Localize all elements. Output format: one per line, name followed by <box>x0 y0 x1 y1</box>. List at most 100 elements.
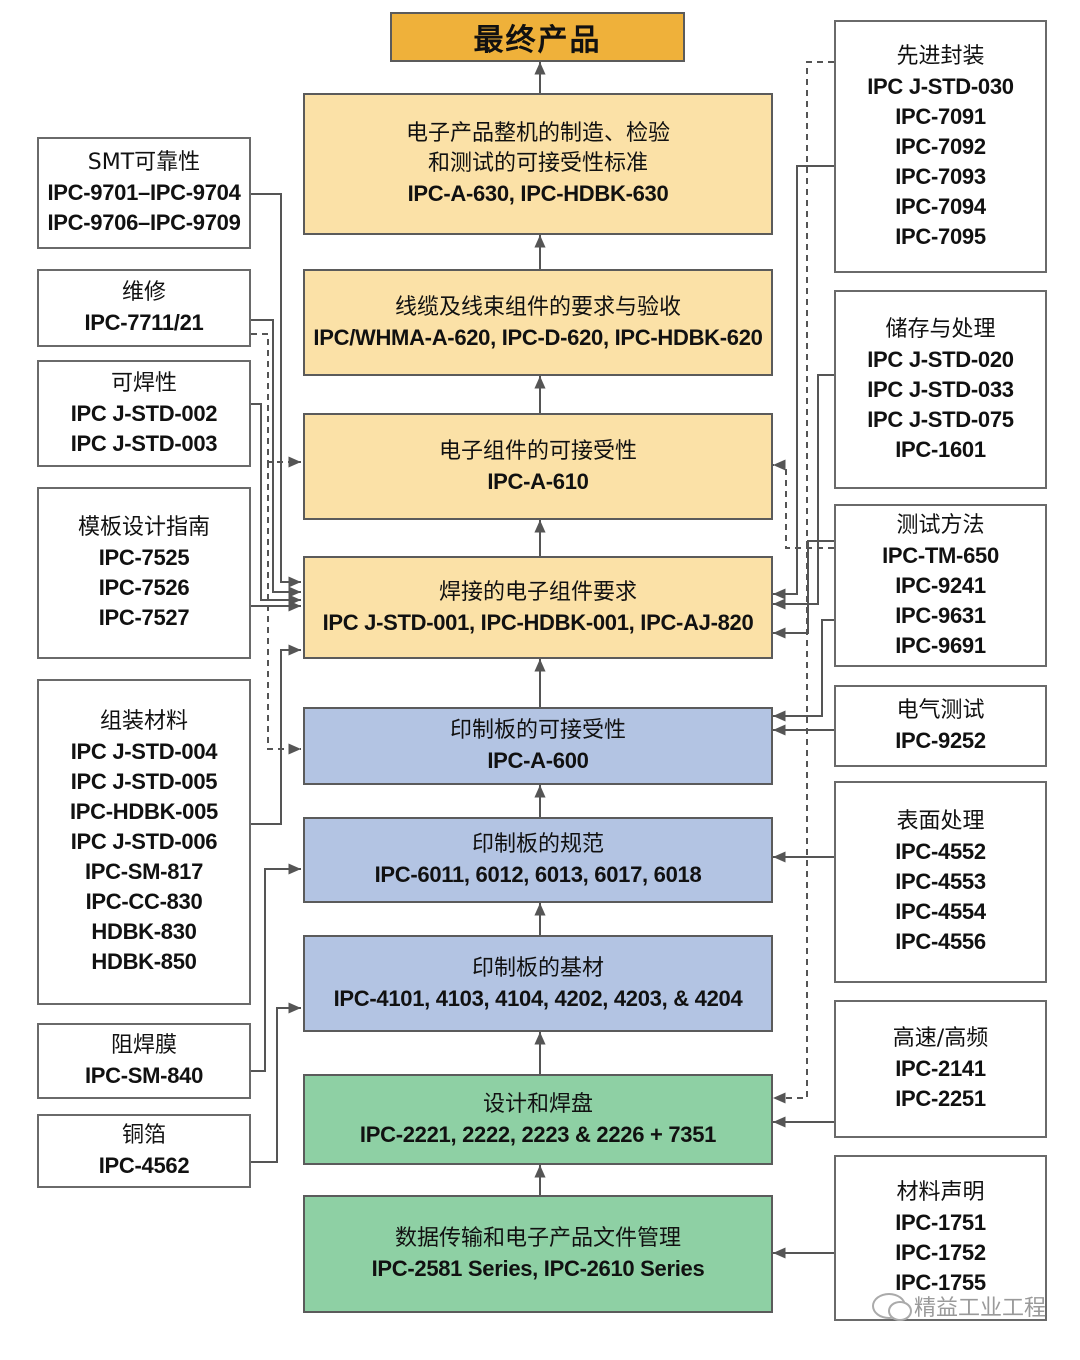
side-solder-mask: 阻焊膜 IPC-SM-840 <box>37 1023 251 1099</box>
watermark-text: 精益工业工程 <box>913 1296 1046 1321</box>
side-code: IPC-TM-650 <box>882 542 999 568</box>
side-smt-reliability: SMT可靠性 IPC-9701–IPC-9704 IPC-9706–IPC-97… <box>37 137 251 249</box>
side-code: IPC-4554 <box>895 899 986 924</box>
side-code: IPC J-STD-075 <box>867 406 1014 432</box>
line-materials-to-001 <box>251 644 301 825</box>
box-ipc-2581: 数据传输和电子产品文件管理 IPC-2581 Series, IPC-2610 … <box>303 1195 773 1313</box>
box-title: 印制板的规范 <box>471 832 604 857</box>
box-j-std-001: 焊接的电子组件要求 IPC J-STD-001, IPC-HDBK-001, I… <box>303 556 773 659</box>
side-code: IPC J-STD-003 <box>70 430 218 456</box>
line-packaging-to-001 <box>773 165 834 600</box>
side-title: 表面处理 <box>896 809 985 834</box>
side-code: IPC-7711/21 <box>84 310 204 335</box>
side-code: IPC-9241 <box>895 572 986 598</box>
side-code: IPC-9701–IPC-9704 <box>47 180 241 205</box>
side-code: IPC-9706–IPC-9709 <box>47 210 241 235</box>
side-code: IPC-CC-830 <box>85 889 203 914</box>
box-ipc-6011: 印制板的规范 IPC-6011, 6012, 6013, 6017, 6018 <box>303 817 773 903</box>
side-code: IPC-1755 <box>895 1270 986 1295</box>
box-ipc-2221: 设计和焊盘 IPC-2221, 2222, 2223 & 2226 + 7351 <box>303 1074 773 1165</box>
side-code: IPC-2141 <box>895 1056 986 1081</box>
side-code: IPC J-STD-002 <box>70 400 218 426</box>
side-stencil-design: 模板设计指南 IPC-7525 IPC-7526 IPC-7527 <box>37 487 251 659</box>
box-code: IPC-2221, 2222, 2223 & 2226 + 7351 <box>359 1121 717 1147</box>
watermark: 精益工业工程 <box>871 1290 1046 1322</box>
box-code: IPC J-STD-001, IPC-HDBK-001, IPC-AJ-820 <box>322 609 754 635</box>
box-ipc-4101: 印制板的基材 IPC-4101, 4103, 4104, 4202, 4203,… <box>303 935 773 1032</box>
box-code: IPC-A-630, IPC-HDBK-630 <box>407 181 669 206</box>
side-code: IPC J-STD-005 <box>70 769 218 794</box>
side-code: IPC J-STD-033 <box>867 376 1014 402</box>
box-title: 设计和焊盘 <box>482 1091 593 1117</box>
box-ipc-a-600: 印制板的可接受性 IPC-A-600 <box>303 707 773 785</box>
side-title: 维修 <box>121 280 166 305</box>
line-solderability-to-001 <box>251 403 301 606</box>
side-title: 高速/高频 <box>892 1026 989 1051</box>
side-title: 测试方法 <box>896 512 985 538</box>
box-ipc-a-610: 电子组件的可接受性 IPC-A-610 <box>303 413 773 520</box>
box-title: 焊接的电子组件要求 <box>438 579 637 605</box>
box-title: 印制板的基材 <box>471 955 604 981</box>
side-code: IPC-1601 <box>895 436 986 462</box>
line-mask-to-6011 <box>251 863 301 1072</box>
side-code: IPC-4552 <box>895 839 986 864</box>
side-code: IPC-HDBK-005 <box>70 799 218 824</box>
box-title: 数据传输和电子产品文件管理 <box>394 1226 681 1251</box>
side-code: IPC-1751 <box>895 1210 986 1235</box>
wechat-icon <box>871 1293 912 1321</box>
side-code: IPC-2251 <box>895 1086 986 1111</box>
side-storage-handling: 储存与处理 IPC J-STD-020 IPC J-STD-033 IPC J-… <box>834 290 1047 489</box>
line-test-to-600 <box>773 619 834 722</box>
box-code: IPC-4101, 4103, 4104, 4202, 4203, & 4204 <box>333 985 743 1011</box>
box-code: IPC-2581 Series, IPC-2610 Series <box>371 1256 705 1281</box>
side-code: IPC-7525 <box>98 545 190 570</box>
box-code: IPC-A-600 <box>487 748 589 773</box>
side-code: IPC-7526 <box>98 575 190 600</box>
side-code: HDBK-850 <box>91 949 197 974</box>
side-surface-finish: 表面处理 IPC-4552 IPC-4553 IPC-4554 IPC-4556 <box>834 781 1047 983</box>
side-repair: 维修 IPC-7711/21 <box>37 269 251 347</box>
side-electrical-test: 电气测试 IPC-9252 <box>834 685 1047 767</box>
side-material-declaration: 材料声明 IPC-1751 IPC-1752 IPC-1755 <box>834 1155 1047 1321</box>
dash-repair-to-610 <box>251 333 301 468</box>
side-code: IPC J-STD-004 <box>70 739 218 764</box>
side-code: HDBK-830 <box>91 919 197 944</box>
dash-packaging-to-2221 <box>773 61 834 1104</box>
side-code: IPC-7095 <box>895 223 986 249</box>
line-smt-to-001 <box>251 193 301 588</box>
side-code: IPC-1752 <box>895 1240 986 1265</box>
side-title: 可焊性 <box>110 370 177 396</box>
side-code: IPC-7527 <box>98 605 190 630</box>
side-title: SMT可靠性 <box>87 150 201 175</box>
side-code: IPC J-STD-030 <box>867 73 1014 99</box>
side-title: 材料声明 <box>896 1180 985 1205</box>
side-advanced-packaging: 先进封装 IPC J-STD-030 IPC-7091 IPC-7092 IPC… <box>834 20 1047 273</box>
side-code: IPC-4556 <box>895 929 986 954</box>
side-code: IPC-4553 <box>895 869 986 894</box>
dash-repair-to-600 <box>267 462 301 755</box>
final-product-title: 最终产品 <box>473 23 602 58</box>
side-title: 模板设计指南 <box>77 515 210 540</box>
side-code: IPC-7092 <box>895 133 986 159</box>
side-code: IPC-9252 <box>895 728 986 753</box>
side-code: IPC-SM-840 <box>84 1063 204 1088</box>
side-code: IPC-9691 <box>895 632 986 658</box>
side-title: 铜箔 <box>121 1123 166 1148</box>
side-title: 组装材料 <box>99 709 188 734</box>
box-ipc-a-620: 线缆及线束组件的要求与验收 IPC/WHMA-A-620, IPC-D-620,… <box>303 269 773 376</box>
side-code: IPC-4562 <box>98 1153 190 1178</box>
side-code: IPC-9631 <box>895 602 986 628</box>
side-code: IPC-7091 <box>895 103 986 129</box>
line-copper-to-4101 <box>251 1002 301 1163</box>
box-title: 电子组件的可接受性 <box>438 438 637 464</box>
dash-test-to-610 <box>773 459 834 549</box>
side-solderability: 可焊性 IPC J-STD-002 IPC J-STD-003 <box>37 360 251 467</box>
side-title: 先进封装 <box>896 43 985 69</box>
side-title: 电气测试 <box>896 698 985 723</box>
side-code: IPC-7094 <box>895 193 986 219</box>
line-repair-to-001 <box>251 319 301 598</box>
box-title-line2: 和测试的可接受性标准 <box>427 151 648 176</box>
side-code: IPC-SM-817 <box>84 859 204 884</box>
side-code: IPC-7093 <box>895 163 986 189</box>
